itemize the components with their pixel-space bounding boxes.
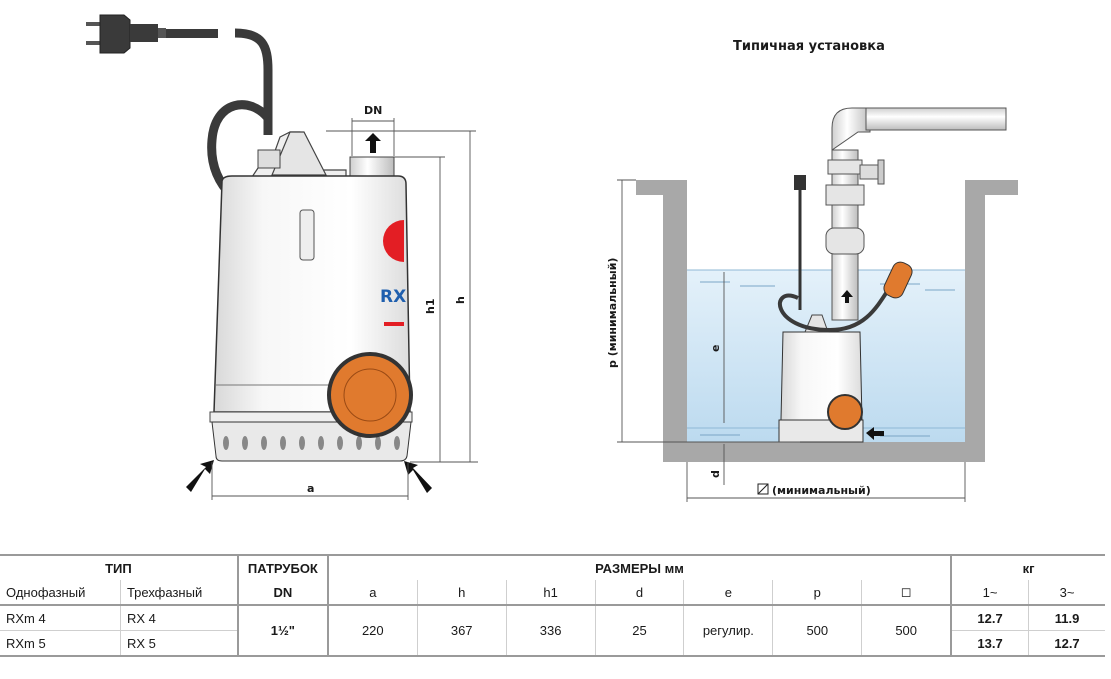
inlet-arrow-left-icon [186,460,214,492]
inlet-arrow-right-icon [404,461,432,493]
cell-p: 500 [772,605,863,657]
table-row: RXm 5 RX 5 13.7 12.7 [0,630,1105,657]
float-switch-small-icon [827,394,863,430]
cell-three-phase: RX 4 [120,605,239,631]
flow-arrow-up-icon [841,290,853,303]
technical-drawing: RX DN h1 h a Типичн [86,14,1018,502]
cell-weight-1ph: 12.7 [951,605,1030,631]
cell-h: 367 [417,605,507,657]
pump-front-view: RX DN h1 h a [86,14,478,500]
typical-installation: Типичная установка [606,39,1018,502]
col-h: h [417,580,507,606]
col-a: a [327,580,418,606]
header-outlet: ПАТРУБОК [237,554,329,580]
cell-weight-3ph: 11.9 [1028,605,1105,631]
col-single-phase: Однофазный [0,580,121,606]
power-plug-small-icon [794,175,806,190]
header-dimensions: РАЗМЕРЫ мм [327,554,953,580]
installation-dimension-lines [617,179,966,502]
col-p: p [772,580,863,606]
cell-h1: 336 [506,605,596,657]
valve-icon [859,159,885,185]
outlet-arrow-icon [365,133,381,153]
table-row: RXm 4 RX 4 1½" 220 367 336 25 регулир. 5… [0,605,1105,657]
cell-single-phase: RXm 5 [0,630,121,657]
cell-e: регулир. [683,605,774,657]
p-label: p (минимальный) [606,258,619,368]
col-weight-3ph: 3~ [1028,580,1105,606]
dimension-lines [211,118,478,500]
a-label: a [307,482,314,495]
diameter-symbol-icon [757,483,769,495]
col-e: e [683,580,774,606]
float-switch-icon [327,352,413,438]
cell-single-phase: RXm 4 [0,605,121,631]
cell-d: 25 [595,605,685,657]
col-dn: DN [237,580,329,606]
cell-a: 220 [327,605,418,657]
float-switch-raised-icon [883,261,913,299]
col-h1: h1 [506,580,596,606]
brand-logo: RX [380,220,406,326]
cell-weight-1ph: 13.7 [951,630,1030,657]
power-cable [234,28,273,135]
col-weight-1ph: 1~ [951,580,1030,606]
cell-diameter: 500 [861,605,953,657]
cell-weight-3ph: 12.7 [1028,630,1105,657]
d-label: d [709,470,722,478]
brand-logo-text: RX [380,287,406,307]
inlet-arrow-small-icon [866,427,884,440]
col-three-phase: Трехфазный [120,580,239,606]
strainer-slots [223,436,400,450]
e-label: e [709,345,722,352]
pit-wall [636,180,1018,462]
installation-title: Типичная установка [733,39,885,54]
power-plug-icon [86,14,218,54]
dn-label: DN [364,104,382,117]
specifications-table: ТИП ПАТРУБОК РАЗМЕРЫ мм кг Однофазный Тр… [0,554,1105,657]
cell-dn: 1½" [237,605,329,657]
header-weight: кг [951,554,1105,580]
col-diameter: ◻ [861,580,953,606]
header-type: ТИП [0,554,239,580]
cell-three-phase: RX 5 [120,630,239,657]
h1-label: h1 [424,299,437,315]
diameter-label: (минимальный) [772,484,871,497]
col-d: d [595,580,685,606]
h-label: h [454,296,467,304]
